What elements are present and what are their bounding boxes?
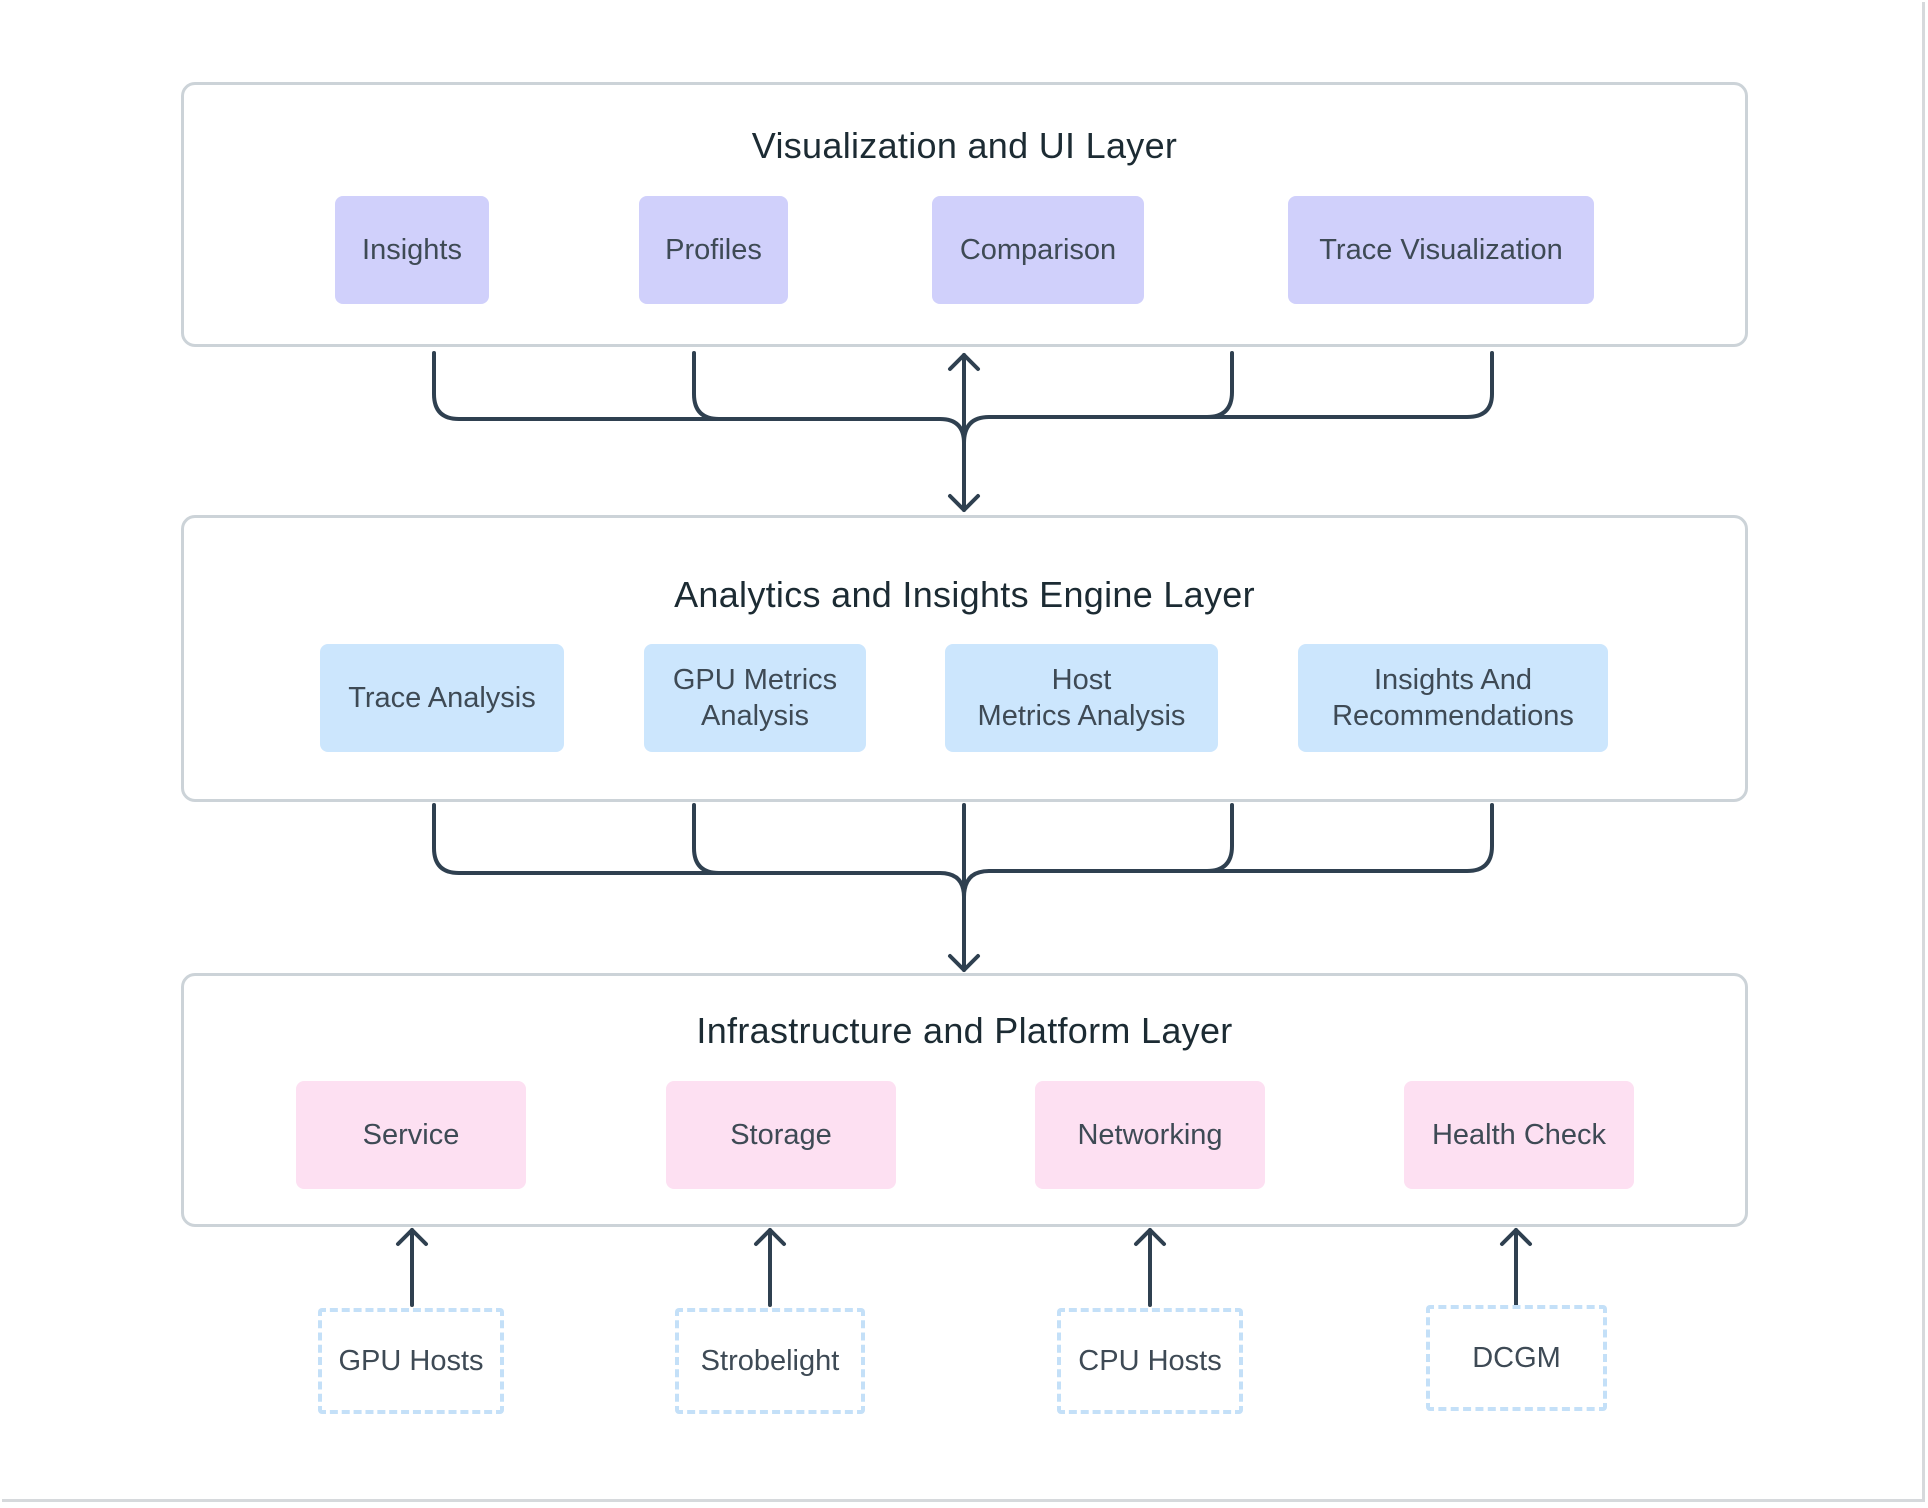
comparison-box[interactable]: Comparison bbox=[932, 196, 1144, 304]
arrowhead-strobelight bbox=[754, 1228, 786, 1246]
networking-box[interactable]: Networking bbox=[1035, 1081, 1265, 1189]
arrowhead-gpu-hosts bbox=[396, 1228, 428, 1246]
connector-viz-profiles bbox=[692, 351, 721, 421]
trace-analysis-box[interactable]: Trace Analysis bbox=[320, 644, 564, 752]
source-dcgm[interactable]: DCGM bbox=[1426, 1305, 1607, 1411]
gpu-metrics-analysis-box[interactable]: GPU Metrics Analysis bbox=[644, 644, 866, 752]
connector-viz-trace-visualization bbox=[962, 351, 1494, 445]
arrowhead-down-analytics bbox=[948, 494, 980, 512]
connector-ana-right bbox=[962, 803, 1494, 899]
arrowhead-cpu-hosts bbox=[1134, 1228, 1166, 1246]
connector-viz-insights bbox=[432, 351, 966, 445]
infrastructure-layer-title: Infrastructure and Platform Layer bbox=[696, 1010, 1233, 1051]
connector-viz-comparison-side bbox=[1205, 351, 1234, 419]
connector-ana-left bbox=[432, 803, 966, 899]
connector-ana-fourth bbox=[1205, 803, 1234, 873]
source-strobelight[interactable]: Strobelight bbox=[675, 1308, 865, 1414]
arrowhead-up-viz bbox=[948, 353, 980, 371]
visualization-layer-title: Visualization and UI Layer bbox=[751, 125, 1178, 166]
health-check-box[interactable]: Health Check bbox=[1404, 1081, 1634, 1189]
source-gpu-hosts[interactable]: GPU Hosts bbox=[318, 1308, 504, 1414]
insights-and-recommendations-box[interactable]: Insights And Recommendations bbox=[1298, 644, 1608, 752]
arrowhead-down-infrastructure bbox=[948, 954, 980, 972]
source-cpu-hosts[interactable]: CPU Hosts bbox=[1057, 1308, 1243, 1414]
host-metrics-analysis-box[interactable]: Host Metrics Analysis bbox=[945, 644, 1218, 752]
service-box[interactable]: Service bbox=[296, 1081, 526, 1189]
trace-visualization-box[interactable]: Trace Visualization bbox=[1288, 196, 1594, 304]
profiles-box[interactable]: Profiles bbox=[639, 196, 788, 304]
storage-box[interactable]: Storage bbox=[666, 1081, 896, 1189]
insights-box[interactable]: Insights bbox=[335, 196, 489, 304]
arrowhead-dcgm bbox=[1500, 1228, 1532, 1246]
analytics-layer-title: Analytics and Insights Engine Layer bbox=[674, 574, 1255, 615]
connector-ana-second bbox=[692, 803, 721, 875]
